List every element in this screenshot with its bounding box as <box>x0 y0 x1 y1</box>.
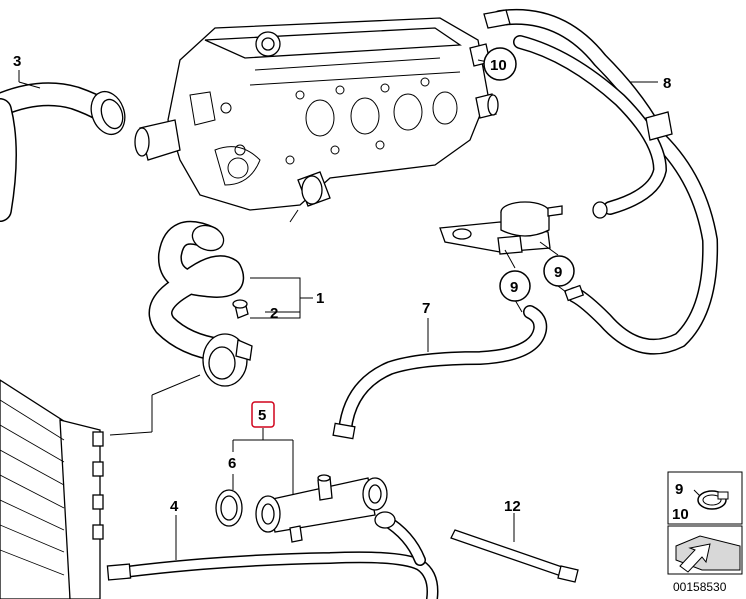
cable-tie-12 <box>450 529 579 583</box>
callout-9b-circle <box>543 255 575 287</box>
callout-3: 3 <box>13 53 21 70</box>
arrow-icon <box>675 535 741 573</box>
screw-2 <box>232 299 249 319</box>
callout-9a-circle <box>499 270 531 302</box>
valve-bracket <box>439 201 563 255</box>
callout-9b: 9 <box>554 264 562 281</box>
legend-label-top: 9 <box>675 481 683 498</box>
hose-4 <box>106 511 439 599</box>
o-ring-6 <box>215 489 243 527</box>
callout-6: 6 <box>228 455 236 472</box>
callout-10: 10 <box>490 57 507 74</box>
callout-5-highlight <box>251 401 275 428</box>
water-pipe-5 <box>255 474 388 543</box>
hose-clamp-icon <box>693 489 729 510</box>
legend-box: 9 10 00158530 <box>667 471 743 594</box>
legend-label-bottom: 10 <box>672 506 689 523</box>
callout-9a: 9 <box>510 279 518 296</box>
hose-7 <box>332 305 548 440</box>
callout-5: 5 <box>258 407 266 424</box>
callout-8: 8 <box>663 75 671 92</box>
leader-lines <box>18 59 658 560</box>
callout-1: 1 <box>316 290 324 307</box>
hose-8 <box>483 9 719 355</box>
callouts: 3 1 2 8 7 6 4 12 5 9 9 10 <box>13 47 671 515</box>
engine-block <box>134 17 499 211</box>
callout-10-circle <box>483 47 517 81</box>
callout-12: 12 <box>504 498 521 515</box>
callout-2: 2 <box>270 305 278 322</box>
radiator <box>0 379 104 599</box>
reference-number: 00158530 <box>673 580 727 594</box>
hose-3 <box>0 82 126 222</box>
callout-7: 7 <box>422 300 430 317</box>
hose-1 <box>148 220 253 387</box>
callout-4: 4 <box>170 498 179 515</box>
